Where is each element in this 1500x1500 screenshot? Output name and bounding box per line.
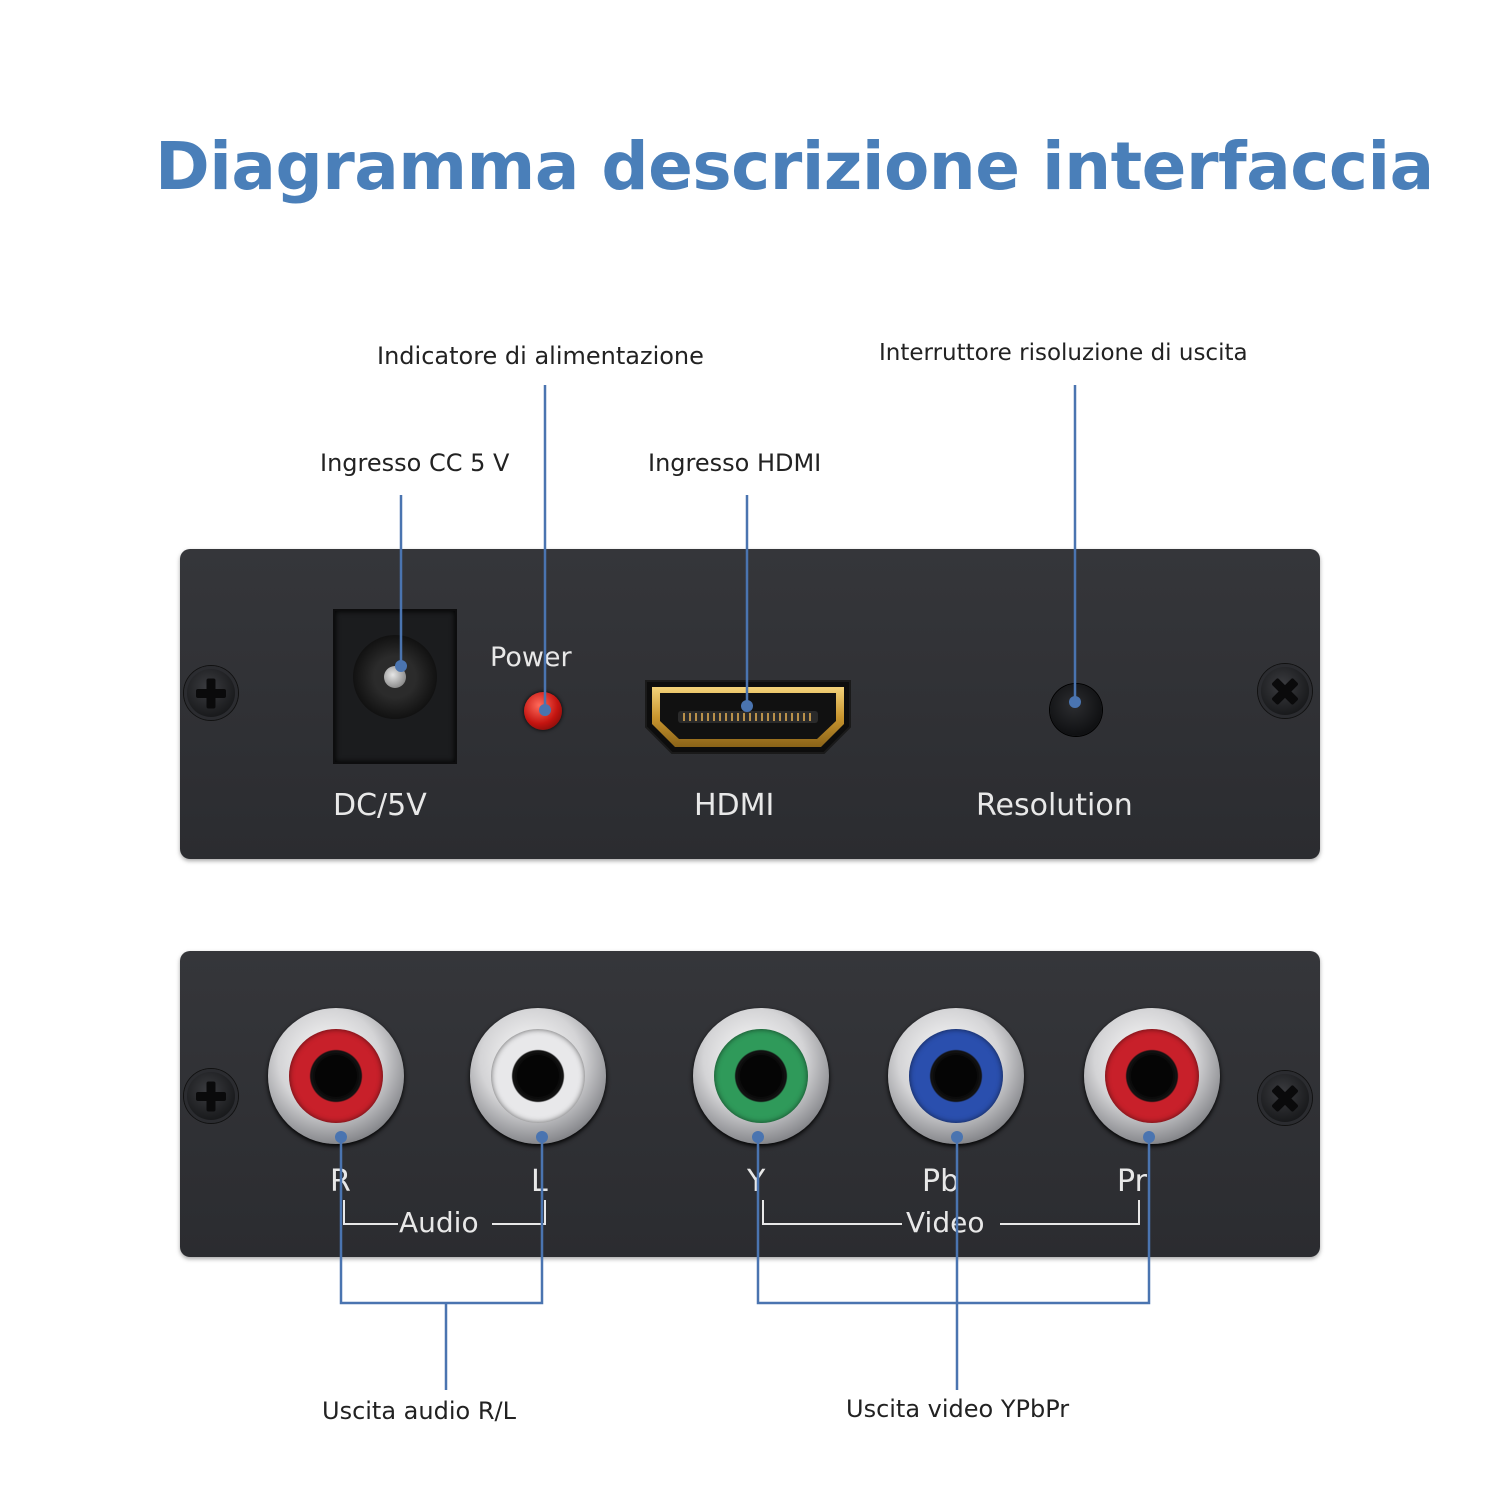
rca-hole	[315, 1055, 357, 1097]
jack-label-l: L	[531, 1164, 548, 1199]
screw-icon	[184, 666, 238, 720]
rca-ring	[909, 1029, 1003, 1123]
rca-jack-audio-r[interactable]	[268, 1008, 404, 1144]
jack-label-pb: Pb	[922, 1164, 960, 1199]
rca-jack-video-pr[interactable]	[1084, 1008, 1220, 1144]
rca-ring	[1105, 1029, 1199, 1123]
jack-label-r: R	[330, 1164, 351, 1199]
power-label: Power	[490, 642, 572, 673]
hdmi-label: HDMI	[694, 788, 775, 823]
jack-label-pr: Pr	[1117, 1164, 1147, 1199]
dc-power-jack[interactable]	[333, 609, 457, 764]
power-led-icon	[524, 692, 562, 730]
callout-video-output: Uscita video YPbPr	[846, 1395, 1070, 1423]
rca-hole	[1131, 1055, 1173, 1097]
callout-hdmi-input: Ingresso HDMI	[648, 449, 822, 477]
jack-label-y: Y	[747, 1164, 766, 1199]
rca-jack-video-pb[interactable]	[888, 1008, 1024, 1144]
rca-jack-audio-l[interactable]	[470, 1008, 606, 1144]
dc-jack-barrel	[353, 635, 437, 719]
screw-icon	[184, 1069, 238, 1123]
rca-hole	[740, 1055, 782, 1097]
rca-hole	[517, 1055, 559, 1097]
callout-dc-input: Ingresso CC 5 V	[320, 449, 510, 477]
callout-power-indicator: Indicatore di alimentazione	[377, 342, 704, 370]
dc-jack-pin	[384, 666, 406, 688]
dc-label: DC/5V	[333, 788, 427, 823]
rca-ring	[714, 1029, 808, 1123]
callout-audio-output: Uscita audio R/L	[322, 1397, 516, 1425]
resolution-button[interactable]	[1050, 684, 1102, 736]
callout-resolution-switch: Interruttore risoluzione di uscita	[879, 340, 1248, 366]
diagram-title: Diagramma descrizione interfaccia	[155, 128, 1434, 205]
rca-ring	[289, 1029, 383, 1123]
hdmi-port[interactable]	[642, 677, 854, 757]
resolution-label: Resolution	[976, 788, 1133, 823]
screw-icon	[1258, 1071, 1312, 1125]
audio-group-label: Audio	[399, 1206, 479, 1239]
hdmi-port-icon	[645, 680, 851, 754]
rca-jack-video-y[interactable]	[693, 1008, 829, 1144]
rca-hole	[935, 1055, 977, 1097]
rca-ring	[491, 1029, 585, 1123]
screw-icon	[1258, 664, 1312, 718]
video-group-label: Video	[906, 1206, 985, 1239]
